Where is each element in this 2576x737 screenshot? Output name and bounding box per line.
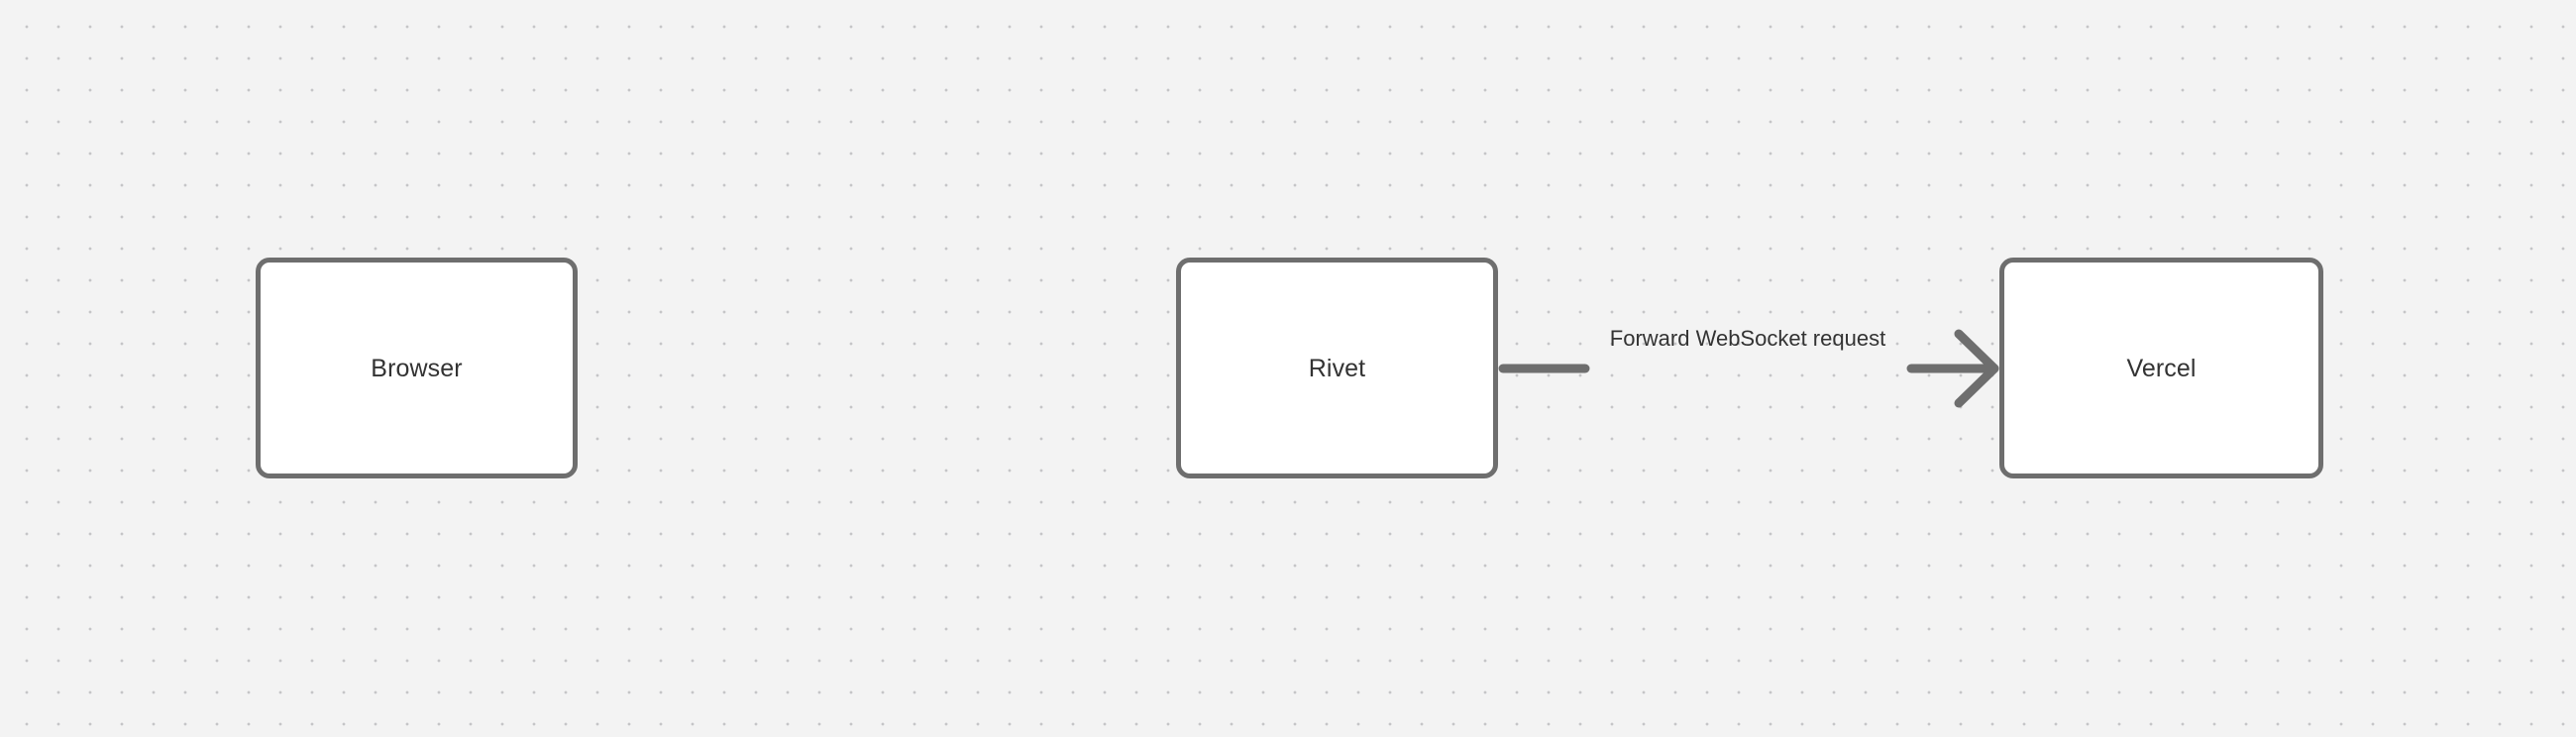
edge-label-forward-websocket-request[interactable]: Forward WebSocket request	[1609, 326, 1886, 351]
diagram-node-vercel-label: Vercel	[2126, 354, 2197, 382]
diagram-node-vercel[interactable]: Vercel	[1999, 258, 2323, 478]
arrowhead-icon	[1954, 329, 1999, 408]
diagram-node-rivet-label: Rivet	[1308, 354, 1366, 382]
diagram-node-browser[interactable]: Browser	[256, 258, 578, 478]
diagram-node-browser-label: Browser	[371, 354, 463, 382]
diagram-node-rivet[interactable]: Rivet	[1176, 258, 1498, 478]
